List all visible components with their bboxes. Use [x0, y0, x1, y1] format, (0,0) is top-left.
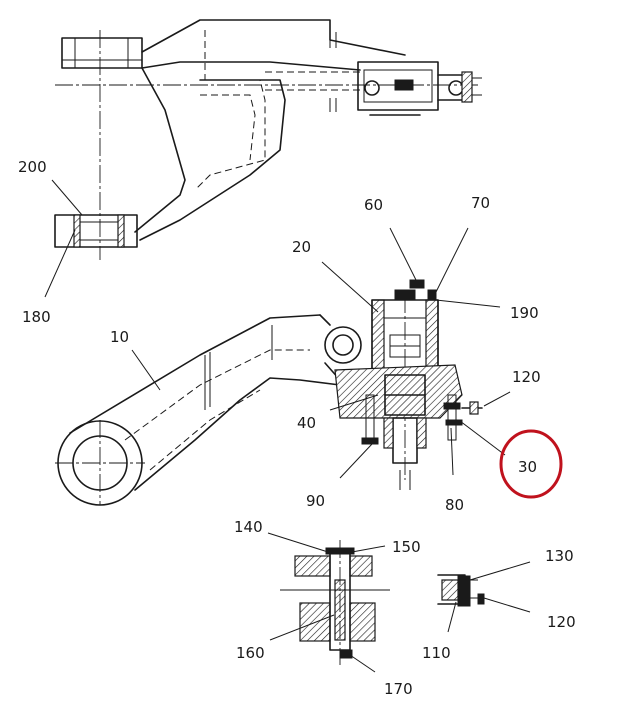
- part-label-150: 150: [392, 538, 421, 556]
- part-label-180: 180: [22, 308, 51, 326]
- part-label-200: 200: [18, 158, 47, 176]
- bolt-detail: [437, 574, 485, 607]
- part-label-40: 40: [297, 414, 316, 432]
- part-label-20: 20: [292, 238, 311, 256]
- part-label-30: 30: [518, 458, 537, 476]
- leader-lines: [44, 179, 531, 673]
- part-label-110: 110: [422, 644, 451, 662]
- part-label-170: 170: [384, 680, 413, 698]
- part-label-140: 140: [234, 518, 263, 536]
- part-label-120-detail: 120: [547, 613, 576, 631]
- upper-arm-assembly: [54, 19, 482, 260]
- part-label-80: 80: [445, 496, 464, 514]
- part-label-130: 130: [545, 547, 574, 565]
- cylinder-assembly: [334, 279, 483, 490]
- part-label-160: 160: [236, 644, 265, 662]
- pin-detail: [280, 540, 390, 665]
- part-label-190: 190: [510, 304, 539, 322]
- part-label-60: 60: [364, 196, 383, 214]
- part-label-120: 120: [512, 368, 541, 386]
- main-lever: [55, 314, 362, 506]
- part-label-90: 90: [306, 492, 325, 510]
- part-label-70: 70: [471, 194, 490, 212]
- highlight-circle: [499, 429, 563, 499]
- part-labels: 200 180 60 70 20 190 10 120 40 30 90 80 …: [18, 158, 576, 698]
- part-label-10: 10: [110, 328, 129, 346]
